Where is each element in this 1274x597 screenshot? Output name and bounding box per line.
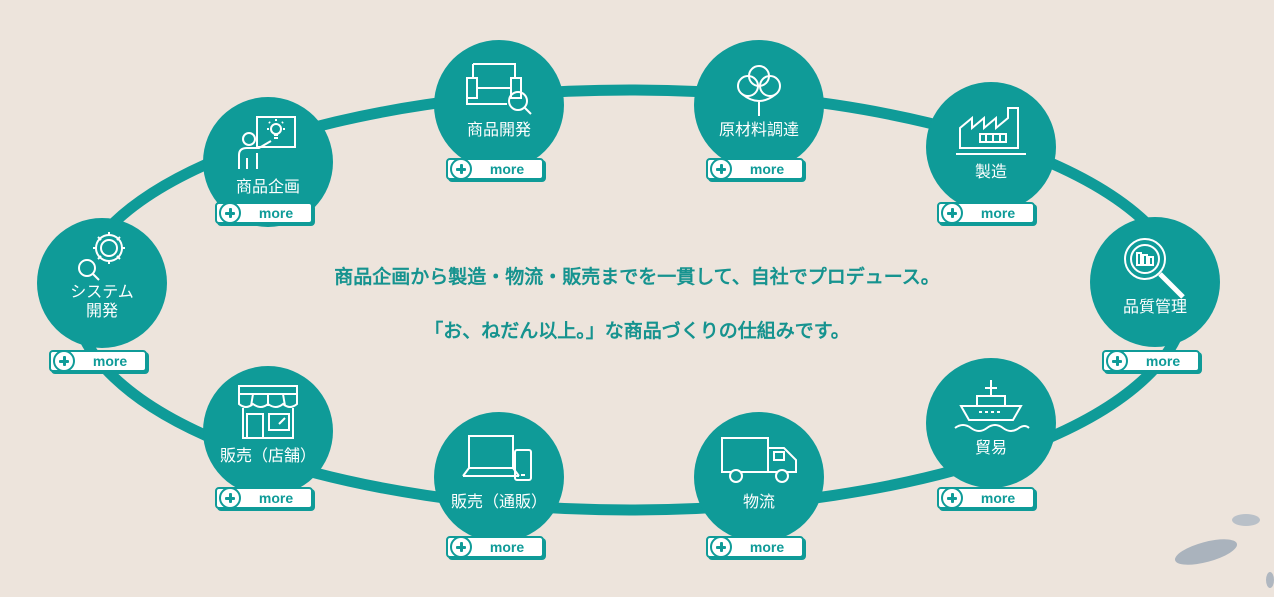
more-label: more: [92, 353, 128, 369]
node-procurement[interactable]: 原材料調達: [694, 40, 824, 170]
node-system[interactable]: システム 開発: [37, 218, 167, 348]
plus-icon: [53, 350, 75, 372]
factory-icon: [926, 98, 1056, 158]
node-ecommerce[interactable]: 販売（通販）: [434, 412, 564, 542]
more-button-manufacturing[interactable]: more: [937, 202, 1035, 224]
node-manufacturing-label: 製造: [974, 162, 1007, 181]
plus-icon: [219, 202, 241, 224]
node-procurement-label: 原材料調達: [718, 120, 799, 139]
plus-icon: [450, 536, 472, 558]
more-label: more: [749, 161, 785, 177]
node-trade[interactable]: 貿易: [926, 358, 1056, 488]
truck-icon: [694, 428, 824, 488]
node-planning-label: 商品企画: [235, 177, 300, 196]
more-button-quality[interactable]: more: [1102, 350, 1200, 372]
center-description-line2: 「お、ねだん以上。」な商品づくりの仕組みです。: [424, 320, 850, 342]
more-label: more: [489, 161, 525, 177]
node-system-label: システム 開発: [70, 282, 134, 320]
plus-icon: [219, 487, 241, 509]
node-manufacturing[interactable]: 製造: [926, 82, 1056, 212]
more-label: more: [980, 205, 1016, 221]
node-logistics[interactable]: 物流: [694, 412, 824, 542]
plus-icon: [710, 536, 732, 558]
more-label: more: [749, 539, 785, 555]
plus-icon: [1106, 350, 1128, 372]
more-label: more: [258, 205, 294, 221]
node-quality-label: 品質管理: [1122, 297, 1187, 316]
more-button-planning[interactable]: more: [215, 202, 313, 224]
ship-icon: [926, 374, 1056, 434]
sofa-search-icon: [434, 56, 564, 116]
node-development[interactable]: 商品開発: [434, 40, 564, 170]
node-store[interactable]: 販売（店舗）: [203, 366, 333, 496]
gears-search-icon: [37, 228, 167, 282]
laptop-phone-icon: [434, 428, 564, 488]
node-logistics-label: 物流: [742, 492, 775, 511]
more-label: more: [980, 490, 1016, 506]
plus-icon: [450, 158, 472, 180]
more-button-trade[interactable]: more: [937, 487, 1035, 509]
node-quality[interactable]: 品質管理: [1090, 217, 1220, 347]
node-store-label: 販売（店舗）: [219, 446, 316, 465]
center-description-line1: 商品企画から製造・物流・販売までを一貫して、自社でプロデュース。: [334, 266, 940, 288]
node-development-label: 商品開発: [466, 120, 531, 139]
node-ecommerce-label: 販売（通販）: [450, 492, 547, 511]
more-label: more: [1145, 353, 1181, 369]
plus-icon: [941, 202, 963, 224]
more-button-ecommerce[interactable]: more: [446, 536, 544, 558]
more-button-procurement[interactable]: more: [706, 158, 804, 180]
more-button-store[interactable]: more: [215, 487, 313, 509]
cotton-icon: [694, 56, 824, 116]
more-label: more: [489, 539, 525, 555]
quality-magnifier-icon: [1090, 233, 1220, 299]
more-button-development[interactable]: more: [446, 158, 544, 180]
more-label: more: [258, 490, 294, 506]
idea-presentation-icon: [203, 113, 333, 173]
node-trade-label: 貿易: [974, 438, 1007, 457]
more-button-logistics[interactable]: more: [706, 536, 804, 558]
more-button-system[interactable]: more: [49, 350, 147, 372]
storefront-icon: [203, 382, 333, 442]
plus-icon: [941, 487, 963, 509]
plus-icon: [710, 158, 732, 180]
decorative-pebbles: [1174, 514, 1274, 588]
